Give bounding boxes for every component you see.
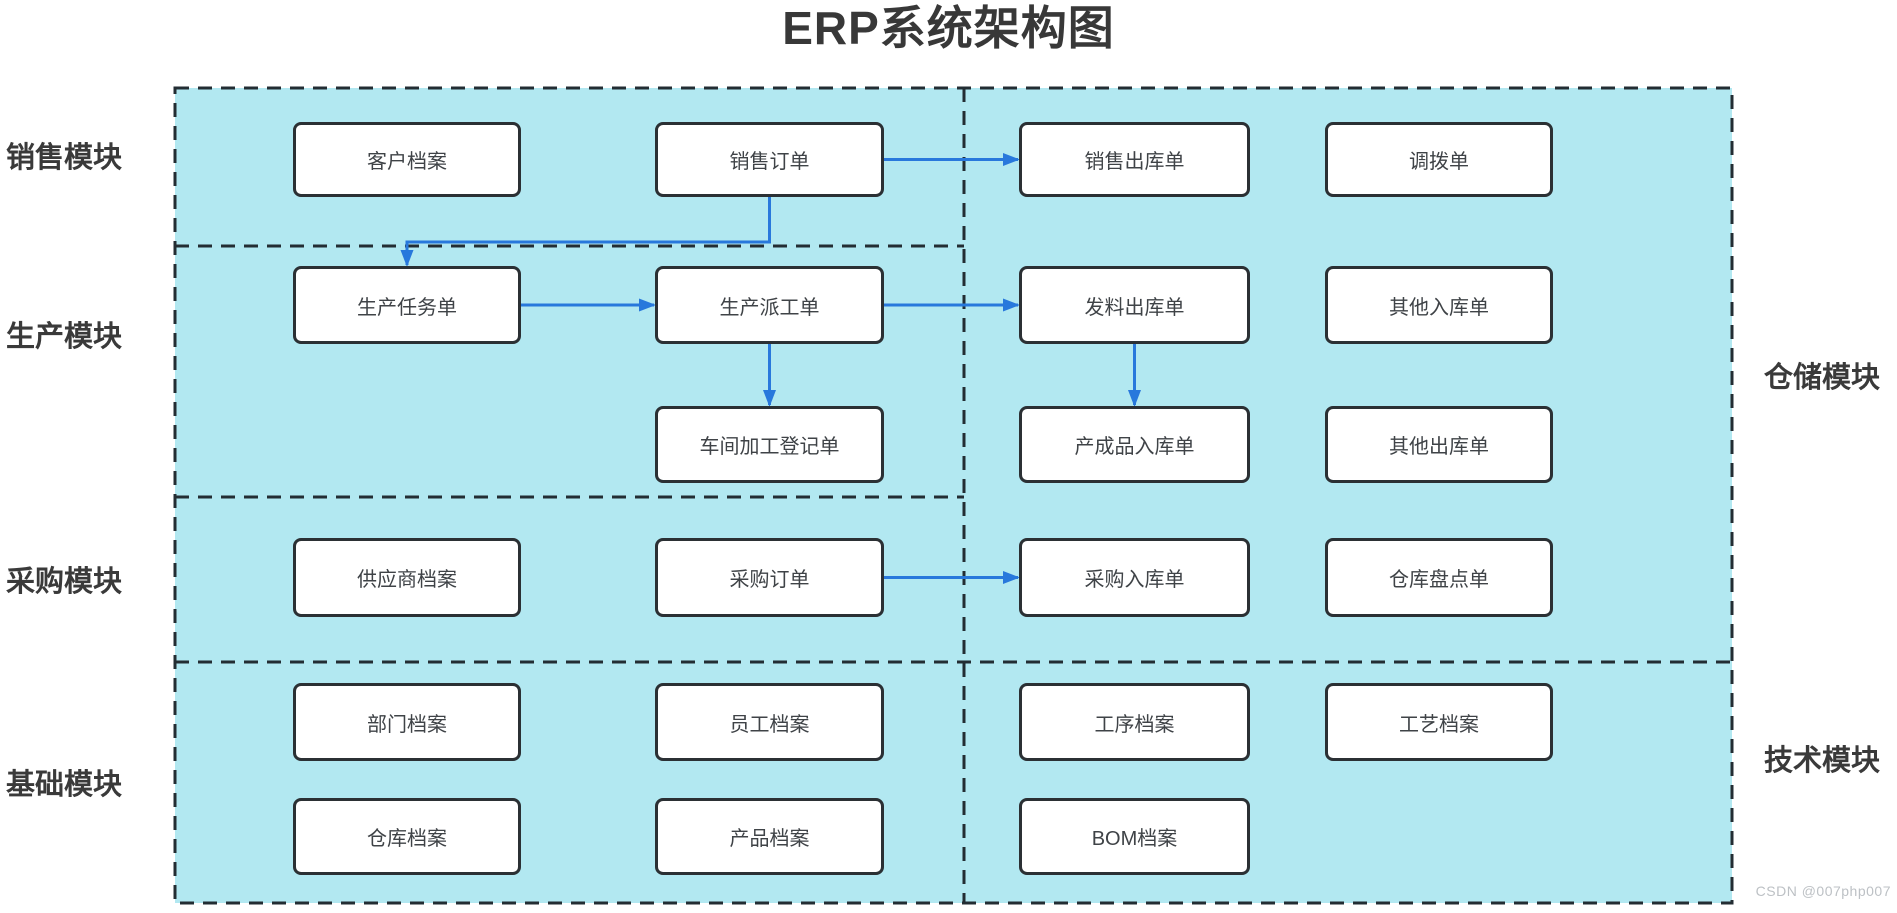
module-label-technology: 技术模块 [1764,745,1881,777]
node-box-production-task: 生产任务单 [293,266,521,344]
node-box-supplier-file: 供应商档案 [293,538,521,617]
node-box-warehouse-file: 仓库档案 [293,798,521,875]
module-label-sales: 销售模块 [6,142,123,174]
node-box-production-dispatch: 生产派工单 [655,266,884,344]
node-box-purchase-order: 采购订单 [655,538,884,617]
flow-arrows-group [400,153,1141,584]
module-label-production: 生产模块 [6,321,123,353]
node-box-other-inbound: 其他入库单 [1325,266,1553,344]
watermark: CSDN @007php007 [1755,883,1891,899]
edge-sales-order-to-production-task [400,197,771,267]
node-box-process-step-file: 工序档案 [1019,683,1250,761]
node-box-sales-order: 销售订单 [655,122,884,197]
module-label-basic: 基础模块 [6,769,123,801]
node-box-customer-file: 客户档案 [293,122,521,197]
module-label-warehouse: 仓储模块 [1764,362,1881,394]
node-box-sales-outbound: 销售出库单 [1019,122,1250,197]
module-label-purchase: 采购模块 [6,566,123,598]
node-box-purchase-inbound: 采购入库单 [1019,538,1250,617]
node-box-transfer-order: 调拨单 [1325,122,1553,197]
node-box-department-file: 部门档案 [293,683,521,761]
node-box-employee-file: 员工档案 [655,683,884,761]
node-box-material-issue-outbound: 发料出库单 [1019,266,1250,344]
node-box-craft-file: 工艺档案 [1325,683,1553,761]
node-box-warehouse-stocktake: 仓库盘点单 [1325,538,1553,617]
node-box-finished-goods-inbound: 产成品入库单 [1019,406,1250,483]
page-title: ERP系统架构图 [782,2,1115,54]
node-box-product-file: 产品档案 [655,798,884,875]
node-box-workshop-process-register: 车间加工登记单 [655,406,884,483]
node-box-other-outbound: 其他出库单 [1325,406,1553,483]
node-box-bom-file: BOM档案 [1019,798,1250,875]
